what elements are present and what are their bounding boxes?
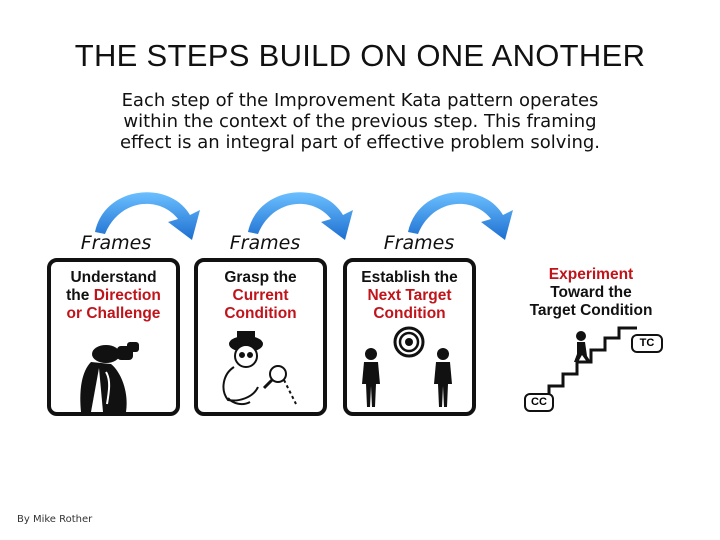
target-with-people-icon <box>362 326 452 407</box>
curved-arrow-icon <box>95 192 200 240</box>
climbing-person-icon <box>574 331 591 362</box>
subtitle-line: within the context of the previous step.… <box>123 111 597 132</box>
curved-arrow-icon <box>408 192 513 240</box>
step-label: Experiment Toward the Target Condition <box>529 266 653 319</box>
step-label: Grasp the Current Condition <box>224 269 297 322</box>
frames-label: Frames <box>383 232 455 254</box>
step-establish-next-target: Establish the Next Target Condition <box>343 258 476 416</box>
magnifying-glass-inspector-icon <box>222 331 297 406</box>
step-label: Establish the Next Target Condition <box>361 269 458 322</box>
subtitle-line: effect is an integral part of effective … <box>119 132 601 153</box>
target-icon <box>393 326 425 358</box>
frames-label: Frames <box>229 232 301 254</box>
page-title: THE STEPS BUILD ON ONE ANOTHER <box>74 38 646 73</box>
frames-label: Frames <box>80 232 152 254</box>
step-label: Understand the Direction or Challenge <box>66 269 161 322</box>
subtitle: Each step of the Improvement Kata patter… <box>80 90 640 153</box>
person-icon <box>362 348 380 407</box>
step-grasp-current-condition: Grasp the Current Condition <box>194 258 327 416</box>
staircase-icon <box>535 326 637 400</box>
binoculars-person-icon <box>80 342 139 412</box>
target-condition-badge: TC <box>631 334 663 353</box>
author-credit: By Mike Rother <box>17 514 93 525</box>
subtitle-line: Each step of the Improvement Kata patter… <box>121 90 599 111</box>
step-experiment-toward-target: Experiment Toward the Target Condition T… <box>511 258 671 416</box>
curved-arrow-icon <box>248 192 353 240</box>
current-condition-badge: CC <box>524 393 554 412</box>
person-icon <box>434 348 452 407</box>
step-understand-direction: Understand the Direction or Challenge <box>47 258 180 416</box>
